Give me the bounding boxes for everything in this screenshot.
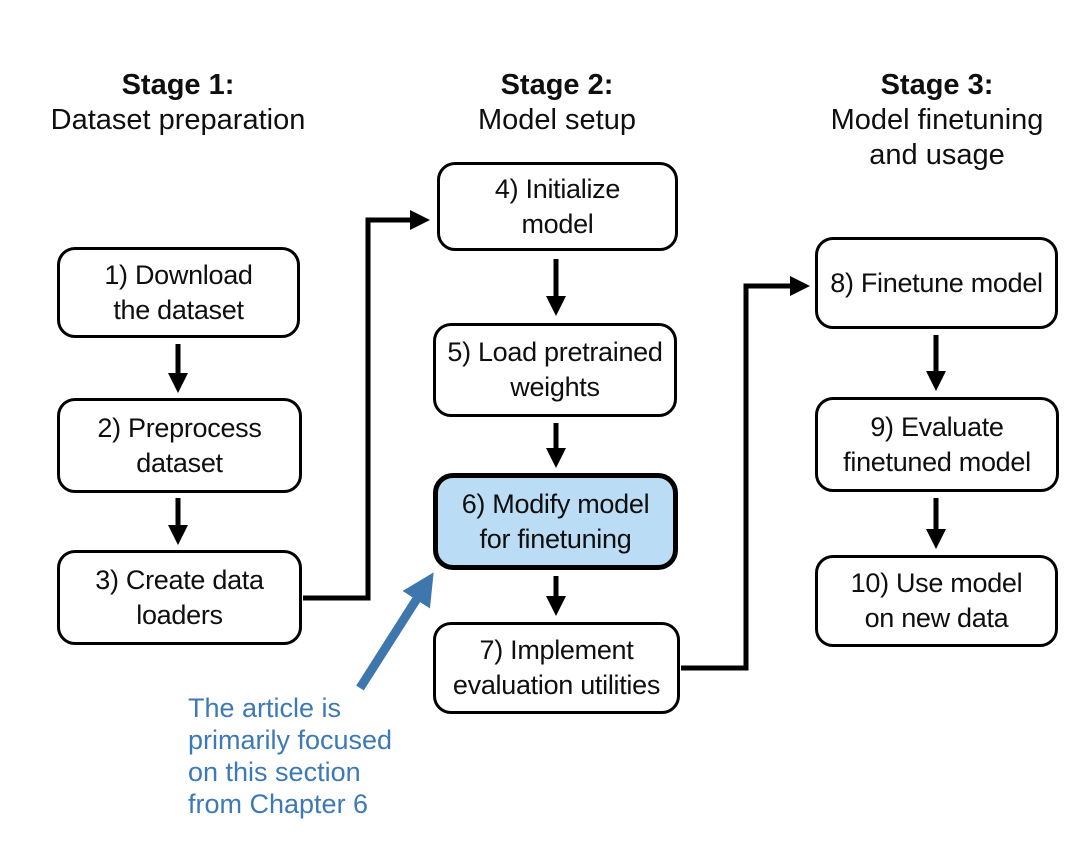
stage-2-title: Stage 2: Model setup (407, 68, 707, 138)
step-7-label-line-1: 7) Implement (479, 635, 634, 665)
step-9-label-line-2: finetuned model (843, 446, 1031, 477)
step-4-initialize-model-box: 4) Initialize model (437, 162, 678, 251)
step-1-label-line-2: the dataset (113, 294, 244, 325)
step-5-label-line-2: weights (510, 372, 600, 402)
elbow-connector-7-8-icon (681, 276, 810, 671)
step-1-download-dataset-box: 1) Download the dataset (57, 247, 300, 338)
step-1-label-line-1: 1) Download (104, 259, 253, 290)
step-5-label-line-1: 5) Load pretrained (447, 337, 663, 367)
stage-3-heading: Stage 3: (880, 69, 994, 101)
annotation-line-4: from Chapter 6 (188, 789, 369, 819)
stage-1-heading: Stage 1: (121, 69, 235, 101)
step-7-evaluation-utilities-box: 7) Implement evaluation utilities (433, 622, 680, 714)
step-7-label-line-2: evaluation utilities (452, 670, 661, 700)
elbow-connector-3-4-icon (303, 210, 430, 601)
annotation-note: The article is primarily focused on this… (188, 692, 392, 820)
step-10-label-line-2: on new data (864, 603, 1009, 633)
step-5-load-pretrained-weights-box: 5) Load pretrained weights (433, 323, 677, 417)
annotation-arrow-icon (356, 572, 434, 691)
stage-3-subtitle-line-1: Model finetuning (830, 104, 1044, 136)
step-3-label-line-2: loaders (136, 599, 223, 630)
annotation-line-2: primarily focused (188, 725, 393, 755)
step-4-label-line-2: model (521, 208, 594, 239)
step-6-label-line-2: for finetuning (479, 523, 632, 554)
stage-2-heading: Stage 2: (500, 69, 614, 101)
stage-1-subtitle: Dataset preparation (50, 104, 306, 136)
step-3-label-line-1: 3) Create data (95, 564, 264, 595)
step-2-label-line-2: dataset (136, 447, 223, 478)
step-6-label-line-1: 6) Modify model (461, 488, 650, 519)
step-10-use-model-box: 10) Use model on new data (815, 555, 1058, 647)
annotation-line-3: on this section (188, 757, 361, 787)
annotation-line-1: The article is (188, 693, 342, 723)
step-9-label-line-1: 9) Evaluate (870, 411, 1004, 442)
step-8-finetune-model-box: 8) Finetune model (815, 237, 1058, 329)
step-9-evaluate-finetuned-model-box: 9) Evaluate finetuned model (815, 397, 1059, 492)
step-8-label-line-1: 8) Finetune model (830, 267, 1043, 298)
step-10-label-line-1: 10) Use model (850, 568, 1023, 598)
step-3-create-data-loaders-box: 3) Create data loaders (57, 550, 302, 645)
step-2-label-line-1: 2) Preprocess (97, 412, 262, 443)
stage-3-title: Stage 3: Model finetuning and usage (787, 68, 1080, 173)
step-4-label-line-1: 4) Initialize (494, 173, 621, 204)
stage-1-title: Stage 1: Dataset preparation (28, 68, 328, 138)
stage-2-subtitle: Model setup (478, 104, 636, 136)
stage-3-subtitle-line-2: and usage (869, 139, 1005, 171)
step-2-preprocess-dataset-box: 2) Preprocess dataset (57, 398, 302, 493)
step-6-modify-model-box-highlighted: 6) Modify model for finetuning (433, 473, 678, 570)
